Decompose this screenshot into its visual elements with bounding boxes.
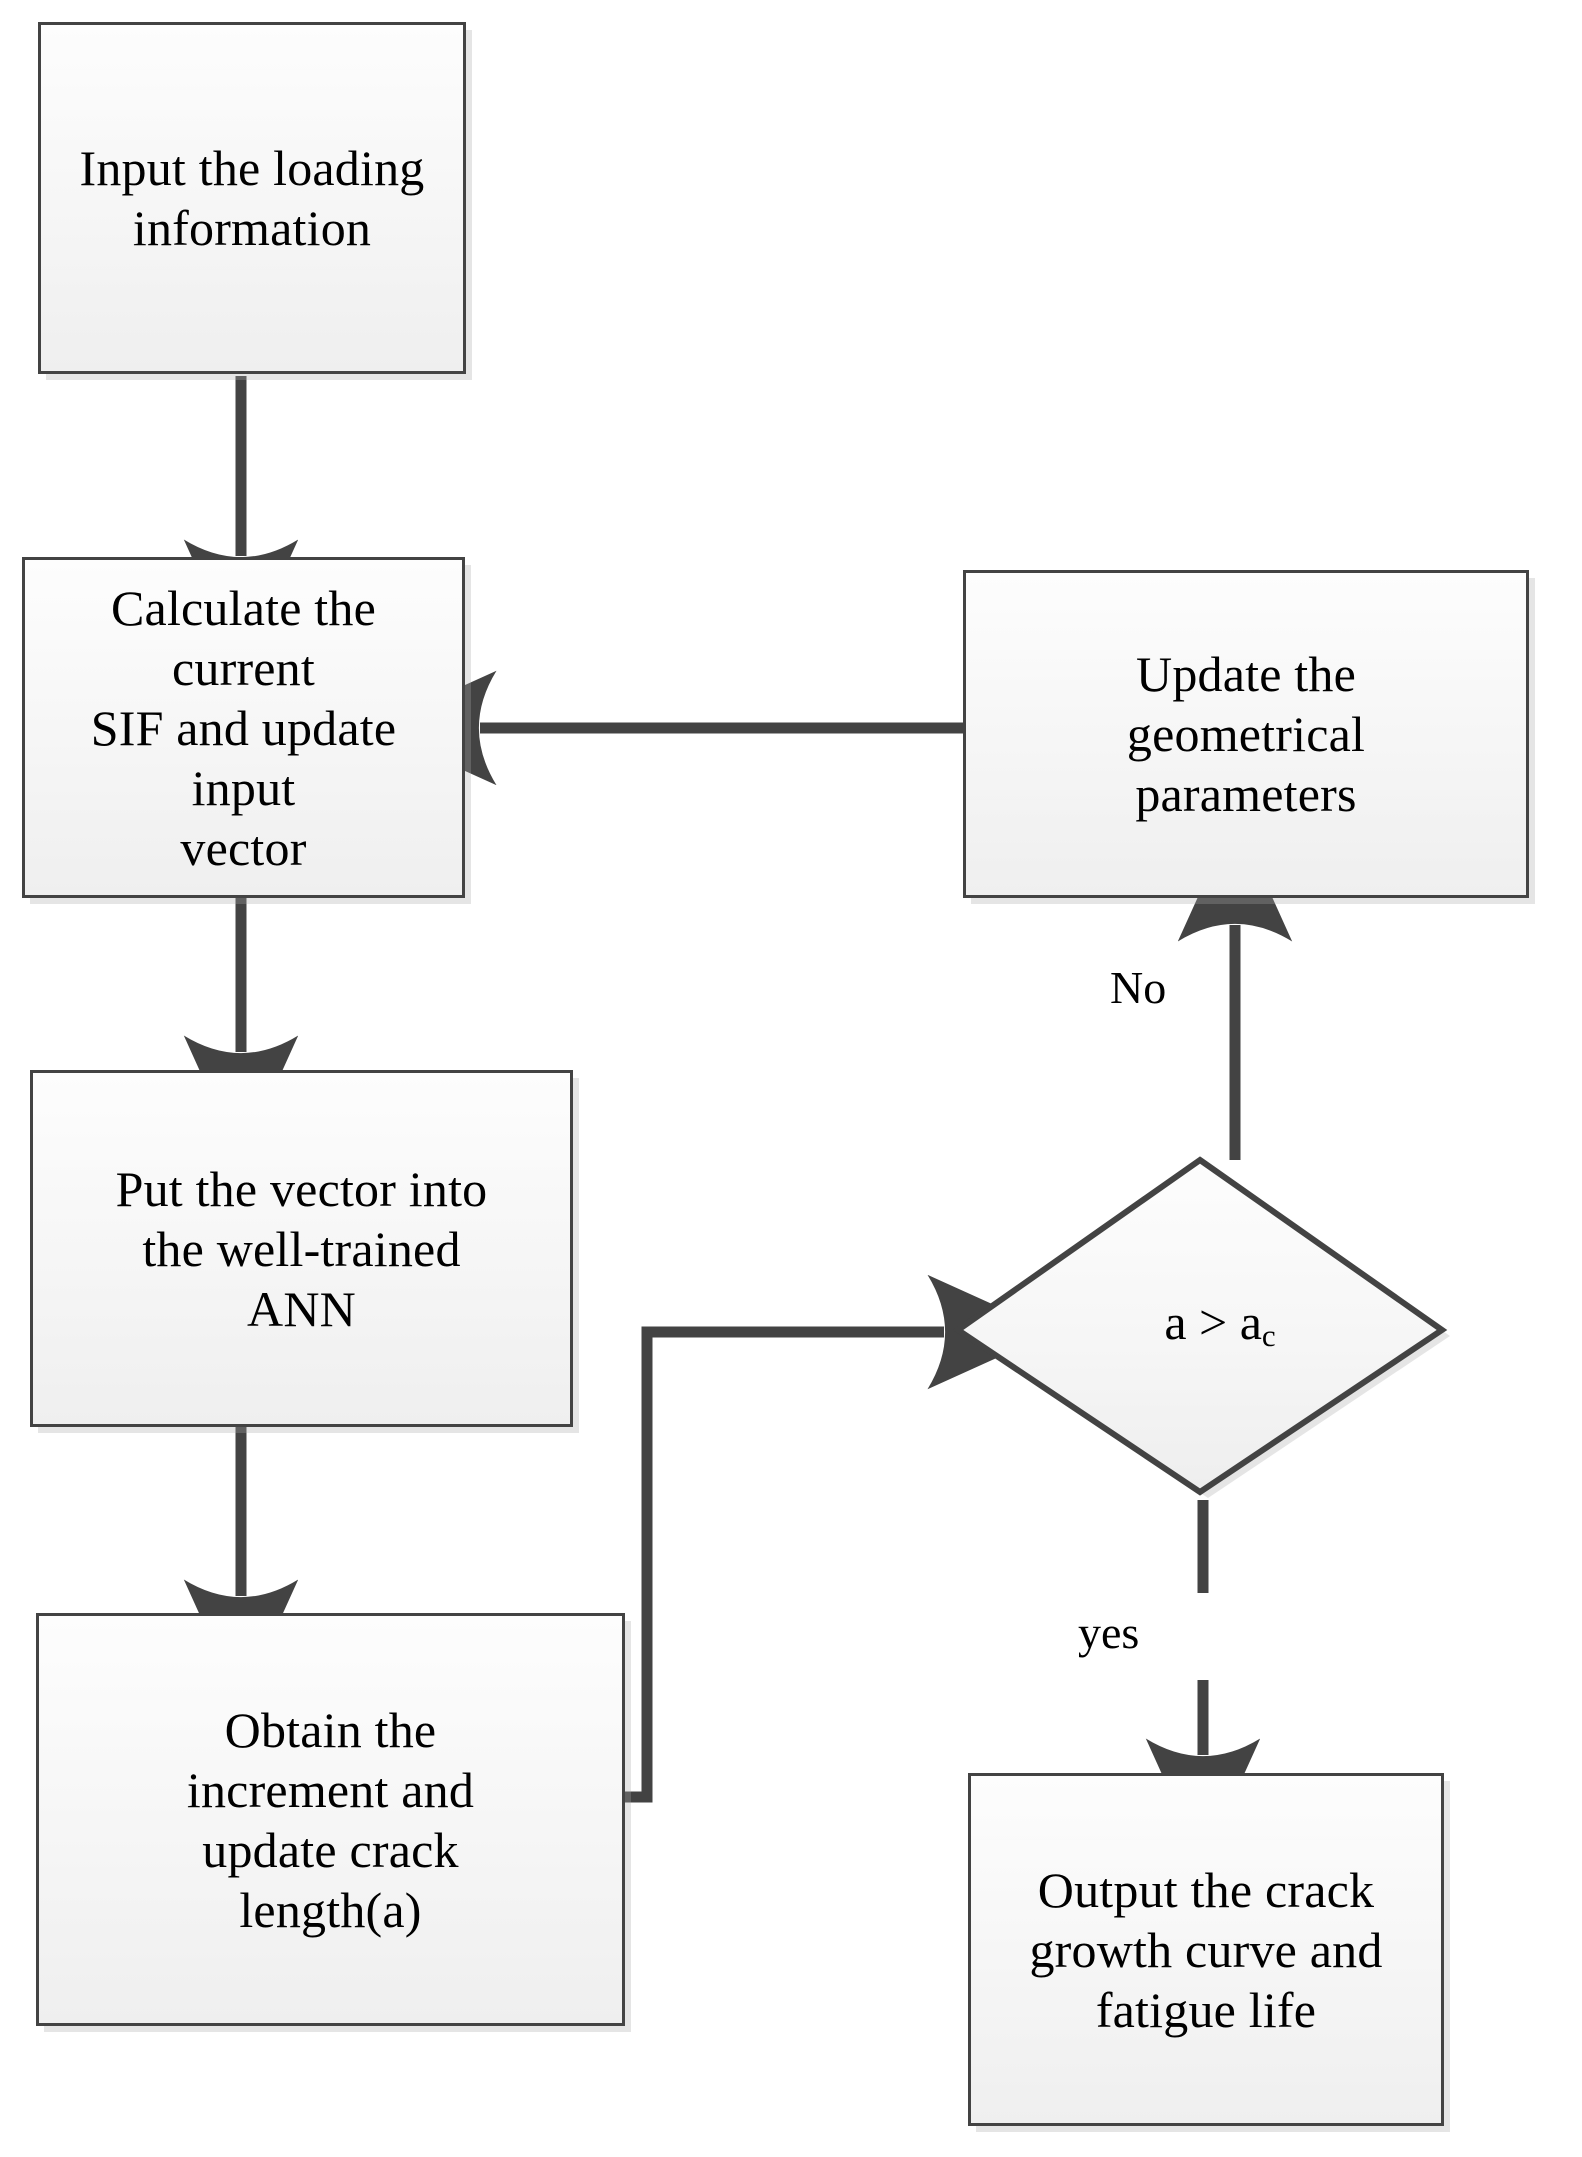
node-calculate-sif-label: Calculate the current SIF and update inp… bbox=[90, 579, 397, 876]
node-obtain-increment[interactable]: Obtain the increment and update crack le… bbox=[36, 1613, 625, 2026]
node-obtain-increment-label: Obtain the increment and update crack le… bbox=[186, 1701, 475, 1938]
node-decision-crack[interactable]: a > ac bbox=[944, 1154, 1460, 1506]
diamond-shape bbox=[952, 1156, 1450, 1498]
edge-label-yes: yes bbox=[1078, 1607, 1140, 1658]
edge-obtain-to-decision bbox=[625, 1274, 1054, 1803]
node-input-loading[interactable]: Input the loading information bbox=[38, 22, 466, 374]
node-output-results[interactable]: Output the crack growth curve and fatigu… bbox=[968, 1773, 1444, 2126]
node-put-vector-ann[interactable]: Put the vector into the well-trained ANN bbox=[30, 1070, 573, 1427]
node-input-loading-label: Input the loading information bbox=[79, 140, 425, 256]
node-calculate-sif[interactable]: Calculate the current SIF and update inp… bbox=[22, 557, 465, 898]
node-put-vector-ann-label: Put the vector into the well-trained ANN bbox=[115, 1160, 488, 1337]
edge-label-no: No bbox=[1110, 962, 1167, 1013]
node-output-results-label: Output the crack growth curve and fatigu… bbox=[1029, 1861, 1383, 2038]
node-update-geometry[interactable]: Update the geometrical parameters bbox=[963, 570, 1529, 898]
node-update-geometry-label: Update the geometrical parameters bbox=[1126, 646, 1366, 822]
